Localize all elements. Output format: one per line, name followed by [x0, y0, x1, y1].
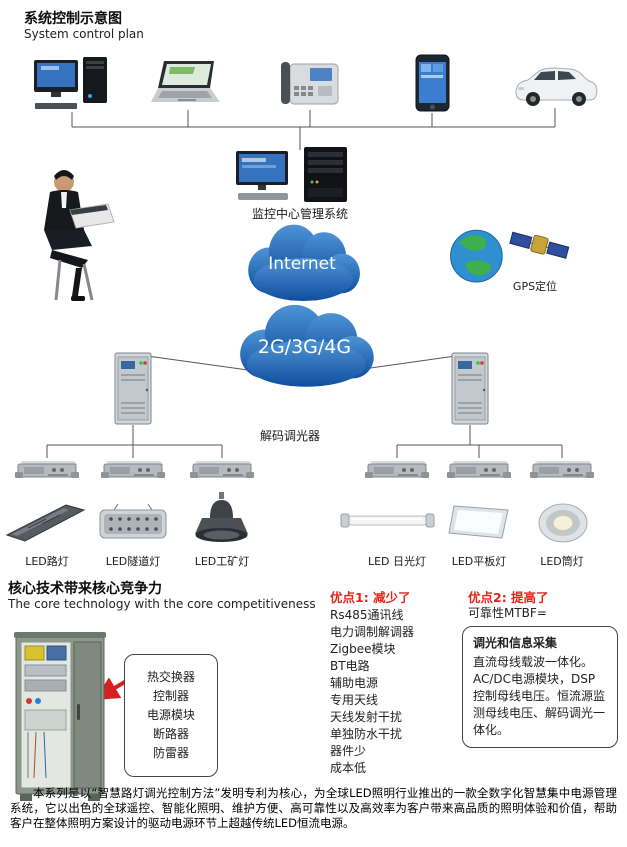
- smartphone-icon: [415, 54, 450, 112]
- advantage1-item: Zigbee模块: [330, 642, 396, 656]
- dimmer-unit-icon: [100, 455, 166, 481]
- advantage1-item: BT电路: [330, 659, 370, 673]
- led-highbay-light-icon: [194, 492, 249, 550]
- footer-paragraph: 本系列是以“智慧路灯调光控制方法”发明专利为核心，为全球LED照明行业推出的一款…: [10, 786, 617, 830]
- control-cabinet-right-icon: [451, 352, 489, 425]
- advantage1-title: 优点1: 减少了: [330, 590, 411, 605]
- dimmer-unit-icon: [446, 455, 512, 481]
- led-panel-light-icon: [448, 502, 510, 542]
- component-item: 热交换器: [146, 670, 195, 684]
- page-subtitle: System control plan: [24, 27, 144, 41]
- monitoring-computer-icon: [232, 150, 294, 202]
- led-label: LED隧道灯: [105, 555, 161, 568]
- page-title: 系统控制示意图: [24, 11, 122, 27]
- advantage1-item: 成本低: [330, 761, 367, 775]
- advantage1-item: 器件少: [330, 744, 367, 758]
- monitoring-center-label: 监控中心管理系统: [251, 207, 348, 221]
- internet-cloud: Internet: [233, 220, 371, 304]
- led-label: LED路灯: [25, 555, 69, 568]
- led-label: LED工矿灯: [194, 555, 250, 568]
- dimmer-unit-icon: [364, 455, 430, 481]
- car-icon: [510, 63, 600, 108]
- led-tube-light-icon: [340, 508, 435, 533]
- control-cabinet-left-icon: [114, 352, 152, 425]
- advantage1-list: Rs485通讯线 电力调制解调器 Zigbee模块 BT电路 辅助电源 专用天线…: [330, 607, 414, 777]
- server-icon: [298, 146, 353, 204]
- cloud-shape-icon: [248, 224, 360, 301]
- gps-satellite-icon: [448, 222, 573, 284]
- dimming-info-text: 直流母线载波一体化。AC/DC电源模块，DSP控制母线电压。恒流源监测母线电压、…: [473, 655, 606, 737]
- led-tunnel-light-icon: [98, 502, 168, 542]
- desktop-computer-icon: [33, 56, 108, 111]
- led-downlight-icon: [537, 502, 589, 544]
- network-label: 2G/3G/4G: [257, 336, 352, 358]
- core-section-subtitle: The core technology with the core compet…: [8, 597, 316, 611]
- dimmer-unit-icon: [529, 455, 595, 481]
- dimmer-unit-icon: [14, 455, 80, 481]
- component-item: 控制器: [152, 689, 189, 703]
- component-item: 电源模块: [146, 708, 195, 722]
- gps-label: GPS定位: [512, 280, 558, 293]
- dimming-info-box: 调光和信息采集 直流母线载波一体化。AC/DC电源模块，DSP控制母线电压。恒流…: [462, 626, 618, 748]
- advantage1-item: 天线发射干扰: [330, 710, 403, 724]
- component-box: 热交换器 控制器 电源模块 断路器 防雷器: [124, 654, 218, 777]
- core-section-title: 核心技术带来核心竞争力: [8, 581, 162, 597]
- advantage1-item: 专用天线: [330, 693, 379, 707]
- advantage1-item: 单独防水干扰: [330, 727, 403, 741]
- person-with-laptop-icon: [22, 168, 117, 303]
- advantage1-item: 电力调制解调器: [330, 625, 415, 639]
- laptop-icon: [150, 60, 225, 108]
- internet-label: Internet: [268, 254, 336, 274]
- component-item: 防雷器: [152, 746, 189, 760]
- advantage2-reliability: 可靠性MTBF=: [468, 606, 547, 620]
- cloud-shape-icon: [240, 304, 374, 387]
- led-label: LED 日光灯: [367, 555, 427, 568]
- dimmer-unit-icon: [189, 455, 255, 481]
- fax-phone-icon: [280, 56, 340, 108]
- decoder-dimmer-label: 解码调光器: [259, 429, 320, 443]
- advantage2-title: 优点2: 提高了: [468, 590, 549, 605]
- led-street-light-icon: [6, 498, 86, 543]
- power-cabinet-photo-icon: [14, 628, 106, 803]
- advantage1-item: 辅助电源: [330, 676, 379, 690]
- network-cloud: 2G/3G/4G: [222, 300, 387, 390]
- led-label: LED平板灯: [451, 555, 507, 568]
- dimming-info-title: 调光和信息采集: [473, 636, 558, 650]
- component-item: 断路器: [152, 727, 189, 741]
- advantage1-item: Rs485通讯线: [330, 608, 404, 622]
- led-label: LED筒灯: [540, 555, 584, 568]
